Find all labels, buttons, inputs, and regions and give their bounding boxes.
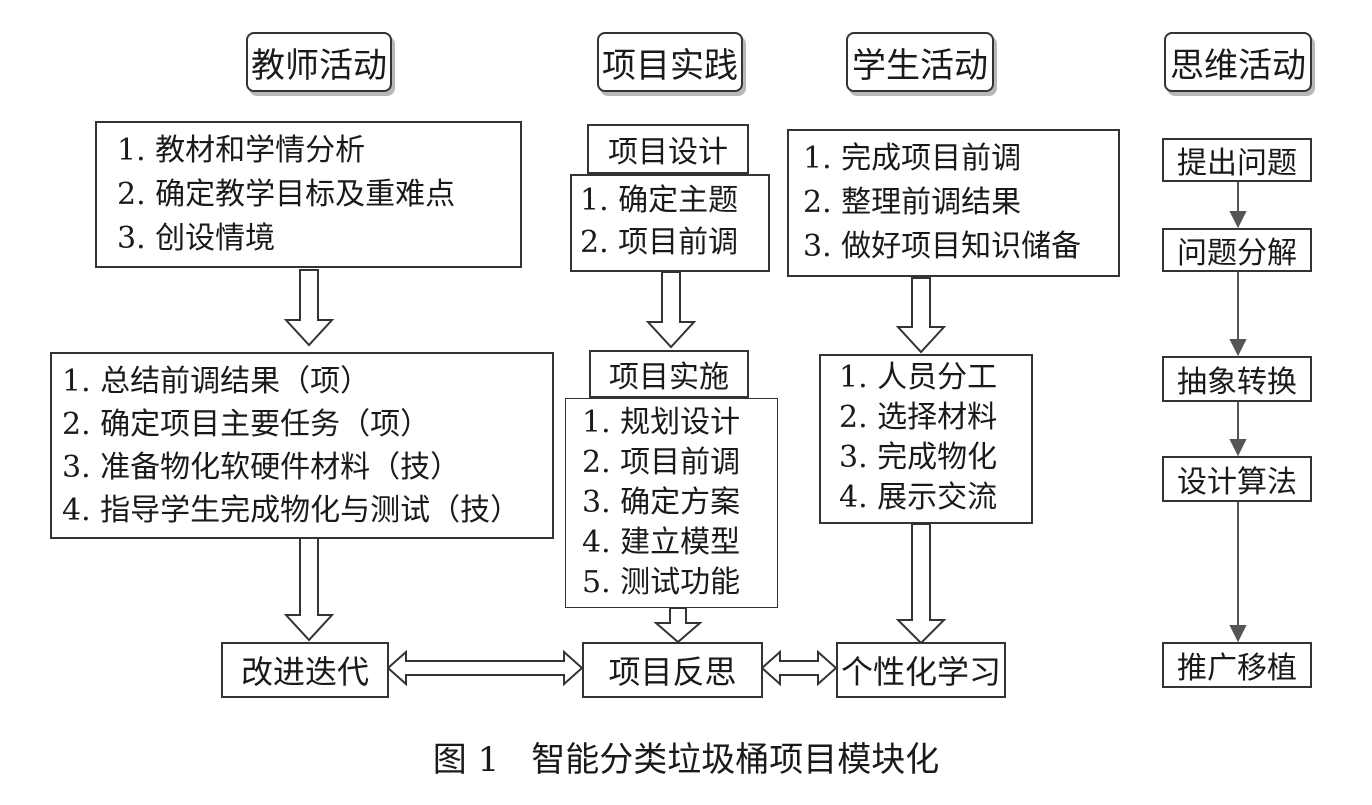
figure-caption: 图 1 智能分类垃圾桶项目模块化 bbox=[0, 732, 1372, 781]
project-impl-item: 2. 项目前调 bbox=[582, 445, 741, 480]
student-prep-box: 1. 完成项目前调 2. 整理前调结果 3. 做好项目知识储备 bbox=[787, 129, 1120, 277]
personal-box: 个性化学习 bbox=[836, 642, 1006, 698]
student-tasks-box: 1. 人员分工 2. 选择材料 3. 完成物化 4. 展示交流 bbox=[819, 354, 1033, 524]
student-task-item: 4. 展示交流 bbox=[839, 480, 998, 515]
thinking-step: 推广移植 bbox=[1162, 642, 1312, 688]
teacher-prep-item: 2. 确定教学目标及重难点 bbox=[117, 177, 456, 212]
project-design-box: 1. 确定主题 2. 项目前调 bbox=[570, 174, 770, 272]
student-task-item: 1. 人员分工 bbox=[839, 360, 998, 395]
arrow-reflect-personal bbox=[760, 649, 838, 687]
arrow-student-tasks-to-personal bbox=[895, 523, 947, 645]
header-project: 项目实践 bbox=[597, 32, 743, 92]
header-thinking: 思维活动 bbox=[1164, 32, 1312, 92]
teacher-prep-item: 1. 教材和学情分析 bbox=[117, 133, 366, 168]
header-teacher: 教师活动 bbox=[246, 32, 392, 92]
project-design-title: 项目设计 bbox=[587, 124, 749, 174]
thinking-step: 设计算法 bbox=[1162, 456, 1312, 502]
arrow-thinking-1 bbox=[1229, 211, 1247, 229]
iterate-box: 改进迭代 bbox=[221, 642, 389, 698]
header-student: 学生活动 bbox=[846, 32, 994, 92]
project-impl-item: 5. 测试功能 bbox=[582, 565, 741, 600]
teacher-task-item: 4. 指导学生完成物化与测试（技） bbox=[62, 493, 521, 528]
thinking-step: 提出问题 bbox=[1162, 138, 1312, 182]
thinking-step: 抽象转换 bbox=[1162, 356, 1312, 402]
student-task-item: 2. 选择材料 bbox=[839, 400, 998, 435]
student-prep-item: 2. 整理前调结果 bbox=[803, 185, 1022, 220]
figure-number: 图 1 bbox=[432, 740, 500, 780]
project-impl-item: 4. 建立模型 bbox=[582, 525, 741, 560]
teacher-task-item: 3. 准备物化软硬件材料（技） bbox=[62, 450, 461, 485]
project-design-item: 2. 项目前调 bbox=[580, 225, 739, 260]
thinking-step: 问题分解 bbox=[1162, 228, 1312, 272]
figure-title: 智能分类垃圾桶项目模块化 bbox=[531, 740, 940, 780]
teacher-prep-item: 3. 创设情境 bbox=[117, 221, 276, 256]
project-design-item: 1. 确定主题 bbox=[580, 183, 739, 218]
arrow-teacher-tasks-to-iterate bbox=[283, 537, 335, 642]
project-impl-item: 1. 规划设计 bbox=[582, 405, 741, 440]
arrow-project-impl-to-reflect bbox=[653, 607, 703, 644]
project-impl-item: 3. 确定方案 bbox=[582, 485, 741, 520]
arrow-thinking-3 bbox=[1229, 439, 1247, 457]
teacher-task-item: 2. 确定项目主要任务（项） bbox=[62, 407, 431, 442]
arrow-project-design-to-impl bbox=[645, 271, 697, 349]
student-task-item: 3. 完成物化 bbox=[839, 440, 998, 475]
teacher-prep-box: 1. 教材和学情分析 2. 确定教学目标及重难点 3. 创设情境 bbox=[95, 121, 522, 268]
student-prep-item: 3. 做好项目知识储备 bbox=[803, 229, 1082, 264]
arrow-student-prep-to-tasks bbox=[895, 277, 947, 354]
arrow-thinking-2 bbox=[1229, 339, 1247, 357]
arrow-thinking-4 bbox=[1229, 625, 1247, 643]
student-prep-item: 1. 完成项目前调 bbox=[803, 141, 1022, 176]
project-impl-title: 项目实施 bbox=[589, 350, 749, 398]
reflect-box: 项目反思 bbox=[582, 642, 763, 698]
arrow-teacher-prep-to-tasks bbox=[283, 269, 335, 347]
teacher-task-item: 1. 总结前调结果（项） bbox=[62, 364, 371, 399]
project-impl-box: 1. 规划设计 2. 项目前调 3. 确定方案 4. 建立模型 5. 测试功能 bbox=[565, 398, 778, 608]
arrow-iterate-reflect bbox=[386, 649, 584, 687]
teacher-tasks-box: 1. 总结前调结果（项） 2. 确定项目主要任务（项） 3. 准备物化软硬件材料… bbox=[50, 352, 554, 539]
